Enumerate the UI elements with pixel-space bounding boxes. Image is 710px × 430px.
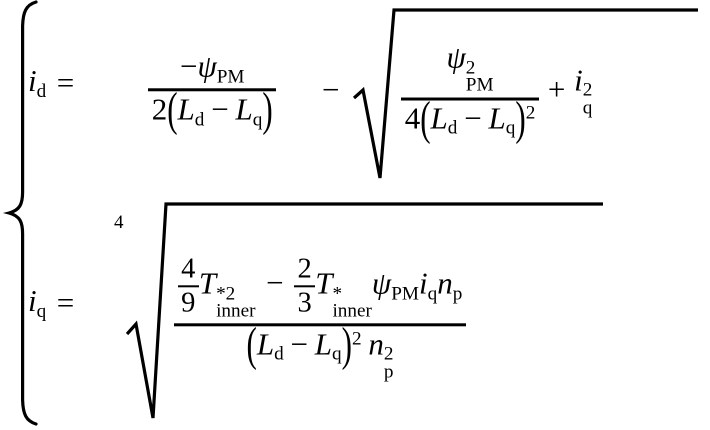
superscript-2: 2 bbox=[582, 79, 593, 101]
paren-power-2: 2 bbox=[351, 327, 362, 349]
variable-L-q: Lq bbox=[314, 325, 342, 365]
subscript-pm: PM bbox=[391, 282, 419, 304]
subscript-d: d bbox=[447, 117, 458, 139]
sub-sup-group: *inner bbox=[332, 282, 372, 322]
minus-sign: − bbox=[290, 325, 308, 361]
subscript-q: q bbox=[252, 109, 263, 131]
variable-L-d: Ld bbox=[430, 100, 458, 139]
subscript-d: d bbox=[274, 343, 284, 365]
inner-fraction-numerator: 4 bbox=[181, 253, 196, 285]
subscript-q: q bbox=[505, 117, 516, 139]
fraction-denominator: 4(Ld−Lq)2 bbox=[401, 93, 539, 141]
fraction: −ψPM 2(Ld−Lq) bbox=[148, 50, 277, 133]
minus-sign: − bbox=[322, 72, 340, 107]
variable-i-d: id bbox=[28, 63, 47, 102]
paren-open: ( bbox=[167, 81, 178, 136]
fraction-denominator: 2(Ld−Lq) bbox=[148, 84, 276, 132]
eq-id-minus-operator: − bbox=[322, 72, 339, 108]
variable-T-inner-star: T*inner bbox=[315, 265, 372, 322]
subscript-d: d bbox=[194, 109, 205, 131]
subscript-inner: inner bbox=[216, 300, 256, 322]
variable-i-q: iq bbox=[418, 265, 438, 304]
variable-i-q: iq bbox=[28, 283, 47, 322]
variable-psi-pm: ψPM bbox=[197, 48, 245, 88]
subscript-p: p bbox=[383, 360, 394, 382]
inner-fraction-denominator: 3 bbox=[297, 287, 312, 319]
superscript-star: * bbox=[332, 282, 343, 304]
subscript-q: q bbox=[427, 282, 438, 304]
subscript-q: q bbox=[332, 343, 342, 365]
variable-L-q: Lq bbox=[235, 91, 263, 131]
coefficient-4: 4 bbox=[404, 100, 421, 136]
inner-fraction-4-9: 4 9 bbox=[177, 253, 199, 319]
equals-sign: = bbox=[56, 64, 75, 100]
subscript-p: p bbox=[452, 282, 463, 304]
variable-L-q: Lq bbox=[488, 100, 516, 139]
paren-power-2: 2 bbox=[525, 102, 536, 124]
paren-close: ) bbox=[341, 316, 352, 371]
inner-fraction-denominator: 9 bbox=[181, 287, 196, 319]
minus-sign: − bbox=[266, 265, 284, 301]
equals-sign: = bbox=[56, 284, 75, 320]
plus-sign: + bbox=[547, 72, 566, 107]
paren-close: ) bbox=[515, 90, 526, 145]
subscript-pm: PM bbox=[216, 66, 245, 88]
variable-L-d: Ld bbox=[177, 91, 205, 131]
inner-fraction-numerator: 2 bbox=[297, 253, 312, 285]
fraction-bar bbox=[148, 88, 277, 92]
subscript-q: q bbox=[36, 300, 47, 322]
inner-fraction-bar bbox=[177, 285, 199, 288]
eq-id-lhs: id = bbox=[28, 63, 74, 103]
subscript-d: d bbox=[36, 80, 47, 102]
variable-n-p: np bbox=[437, 265, 463, 304]
inner-fraction-bar bbox=[294, 285, 316, 288]
superscript-2: 2 bbox=[465, 57, 476, 79]
fraction-numerator: −ψPM bbox=[176, 50, 248, 88]
superscript-2: 2 bbox=[383, 343, 394, 365]
system-brace-icon bbox=[2, 0, 38, 426]
minus-sign: − bbox=[211, 91, 229, 127]
eq-iq-lhs: iq = bbox=[28, 283, 74, 323]
variable-L-d: Ld bbox=[256, 325, 284, 365]
eq-id-fraction-1: −ψPM 2(Ld−Lq) bbox=[148, 50, 277, 133]
subscript-inner: inner bbox=[332, 300, 372, 322]
coefficient-2: 2 bbox=[151, 91, 168, 127]
fraction-bar bbox=[401, 97, 540, 101]
paren-open: ( bbox=[246, 316, 257, 371]
paren-open: ( bbox=[420, 90, 431, 145]
minus-sign: − bbox=[464, 100, 482, 136]
variable-psi-pm: ψPM bbox=[371, 265, 419, 304]
fraction-bar bbox=[174, 322, 467, 326]
inner-fraction-2-3: 2 3 bbox=[294, 253, 316, 319]
subscript-pm: PM bbox=[465, 74, 494, 96]
root-index-4: 4 bbox=[114, 212, 124, 233]
minus-sign: − bbox=[179, 48, 198, 84]
paren-close: ) bbox=[262, 81, 273, 136]
superscript-star-2: *2 bbox=[216, 282, 236, 304]
subscript-q: q bbox=[582, 97, 593, 119]
